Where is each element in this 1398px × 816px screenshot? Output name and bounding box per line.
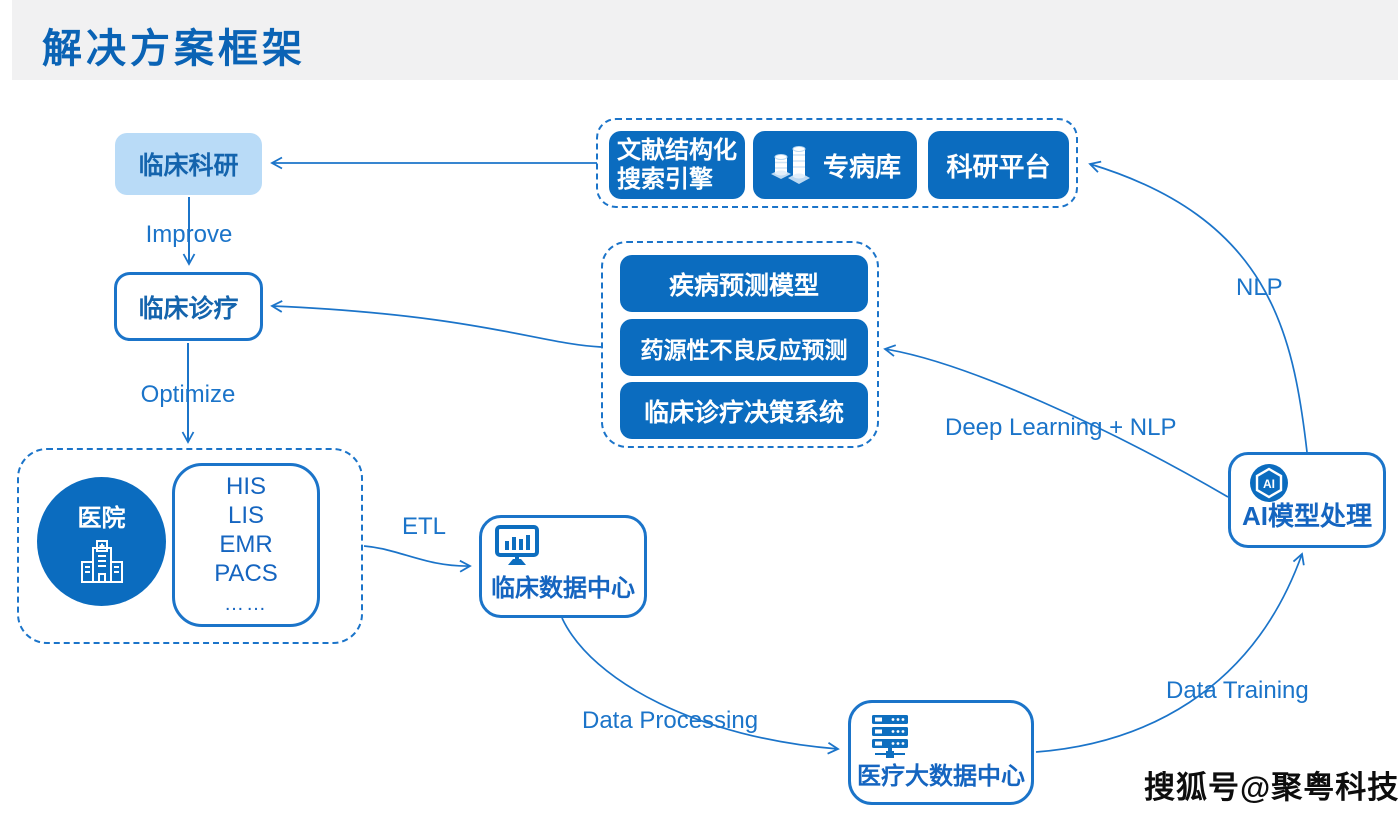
arrow-models-to-treatment: [270, 300, 602, 348]
monitor-chart-icon: [495, 525, 539, 565]
node-research-platform: 科研平台: [928, 131, 1069, 199]
node-clinical-decision-system: 临床诊疗决策系统: [620, 382, 868, 439]
deep-learning-nlp-label: Deep Learning + NLP: [945, 414, 1177, 441]
server-icon: [872, 715, 908, 758]
prediction-models-group: 疾病预测模型 药源性不良反应预测 临床诊疗决策系统: [601, 241, 879, 448]
data-training-label: Data Training: [1166, 677, 1309, 704]
disease-database-label: 专病库: [822, 151, 901, 182]
arrow-data-training: [1035, 552, 1305, 753]
adverse-reaction-label: 药源性不良反应预测: [640, 336, 848, 363]
node-clinical-data-center: 临床数据中心: [479, 515, 647, 618]
hospital-building-icon: [80, 540, 123, 583]
node-clinical-research: 临床科研: [115, 133, 262, 195]
node-disease-database: 专病库: [753, 131, 917, 199]
node-hospital-systems: HIS LIS EMR PACS ……: [172, 463, 320, 627]
improve-label: Improve: [145, 221, 233, 248]
node-adverse-reaction-prediction: 药源性不良反应预测: [620, 319, 868, 376]
medical-big-data-center-label: 医疗大数据中心: [857, 763, 1025, 790]
node-literature-search: 文献结构化 搜索引擎: [609, 131, 745, 199]
clinical-treatment-label: 临床诊疗: [138, 294, 239, 323]
arrow-etl: [363, 545, 472, 573]
nlp-label: NLP: [1236, 274, 1283, 301]
system-pacs: PACS: [214, 559, 278, 587]
system-ellipsis: ……: [224, 592, 268, 615]
system-emr: EMR: [219, 530, 273, 558]
hospital-group: [17, 448, 363, 644]
system-lis: LIS: [227, 501, 265, 529]
research-platform-label: 科研平台: [946, 151, 1051, 182]
literature-search-line1: 文献结构化: [617, 137, 737, 164]
header-bar: 解决方案框架: [12, 0, 1398, 80]
system-his: HIS: [225, 472, 266, 500]
ai-badge-text: AI: [1263, 477, 1275, 491]
etl-label: ETL: [401, 513, 446, 540]
clinical-decision-label: 临床诊疗决策系统: [643, 398, 844, 427]
arrow-nlp: [1088, 160, 1308, 453]
data-processing-label: Data Processing: [582, 707, 759, 734]
page-title: 解决方案框架: [42, 27, 306, 71]
node-medical-big-data-center: 医疗大数据中心: [848, 700, 1034, 805]
node-disease-prediction-model: 疾病预测模型: [620, 255, 868, 312]
research-tools-group: 文献结构化 搜索引擎 专病库: [596, 118, 1078, 208]
ai-model-processing-label: AI模型处理: [1241, 501, 1372, 531]
clinical-data-center-label: 临床数据中心: [491, 575, 635, 602]
node-hospital: 医院: [37, 477, 166, 606]
clinical-research-label: 临床科研: [138, 152, 239, 180]
hospital-label: 医院: [77, 505, 126, 532]
database-icon: [770, 146, 810, 184]
node-clinical-treatment: 临床诊疗: [114, 272, 263, 341]
node-ai-model-processing: AI AI模型处理: [1228, 452, 1386, 548]
ai-hexagon-icon: AI: [1250, 464, 1288, 502]
optimize-label: Optimize: [140, 381, 236, 408]
disease-prediction-label: 疾病预测模型: [668, 271, 819, 300]
watermark: 搜狐号@聚粤科技: [1144, 770, 1398, 805]
literature-search-line2: 搜索引擎: [617, 166, 713, 193]
